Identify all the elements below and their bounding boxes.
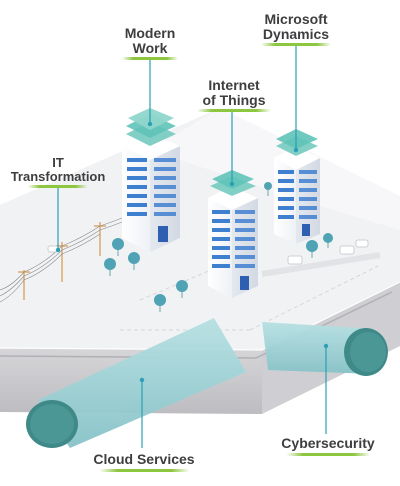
building-microsoft-dynamics — [274, 129, 320, 244]
label-it-transformation-line1: IT — [52, 155, 64, 170]
label-underline — [28, 185, 88, 189]
label-it-transformation: IT Transformation — [10, 155, 106, 189]
label-cybersecurity-line1: Cybersecurity — [281, 435, 375, 451]
label-underline — [122, 57, 178, 61]
layer-stack-microsoft-dynamics — [276, 129, 318, 156]
building-modern-work — [122, 108, 180, 252]
road-dashes — [120, 261, 379, 331]
cars — [47, 239, 369, 265]
label-microsoft-dynamics-line2: Dynamics — [262, 25, 330, 42]
label-underline — [99, 468, 189, 472]
label-microsoft-dynamics-line1: Microsoft — [264, 11, 328, 27]
label-internet-of-things: Internet of Things — [197, 77, 271, 113]
label-underline — [197, 109, 271, 113]
label-microsoft-dynamics: Microsoft Dynamics — [261, 11, 331, 47]
label-modern-work-line1: Modern — [124, 25, 176, 41]
layer-stack-modern-work — [126, 108, 176, 146]
label-cloud-services-line1: Cloud Services — [93, 451, 195, 467]
label-cloud-services: Cloud Services — [93, 451, 195, 472]
layer-stack-internet-of-things — [210, 170, 256, 196]
label-it-transformation-line2: Transformation — [10, 168, 106, 184]
trees — [104, 182, 333, 312]
label-underline — [261, 43, 331, 47]
connector-dots — [55, 121, 329, 383]
label-cybersecurity: Cybersecurity — [281, 435, 375, 456]
label-modern-work-line2: Work — [132, 39, 168, 56]
label-internet-of-things-line2: of Things — [202, 91, 266, 108]
label-internet-of-things-line1: Internet — [208, 77, 260, 93]
connector-lines — [57, 44, 327, 448]
building-internet-of-things — [208, 170, 258, 298]
platform-edge-line — [0, 291, 393, 359]
cybersecurity-pipe — [262, 322, 388, 376]
label-modern-work: Modern Work — [122, 25, 178, 61]
label-underline — [285, 452, 370, 456]
